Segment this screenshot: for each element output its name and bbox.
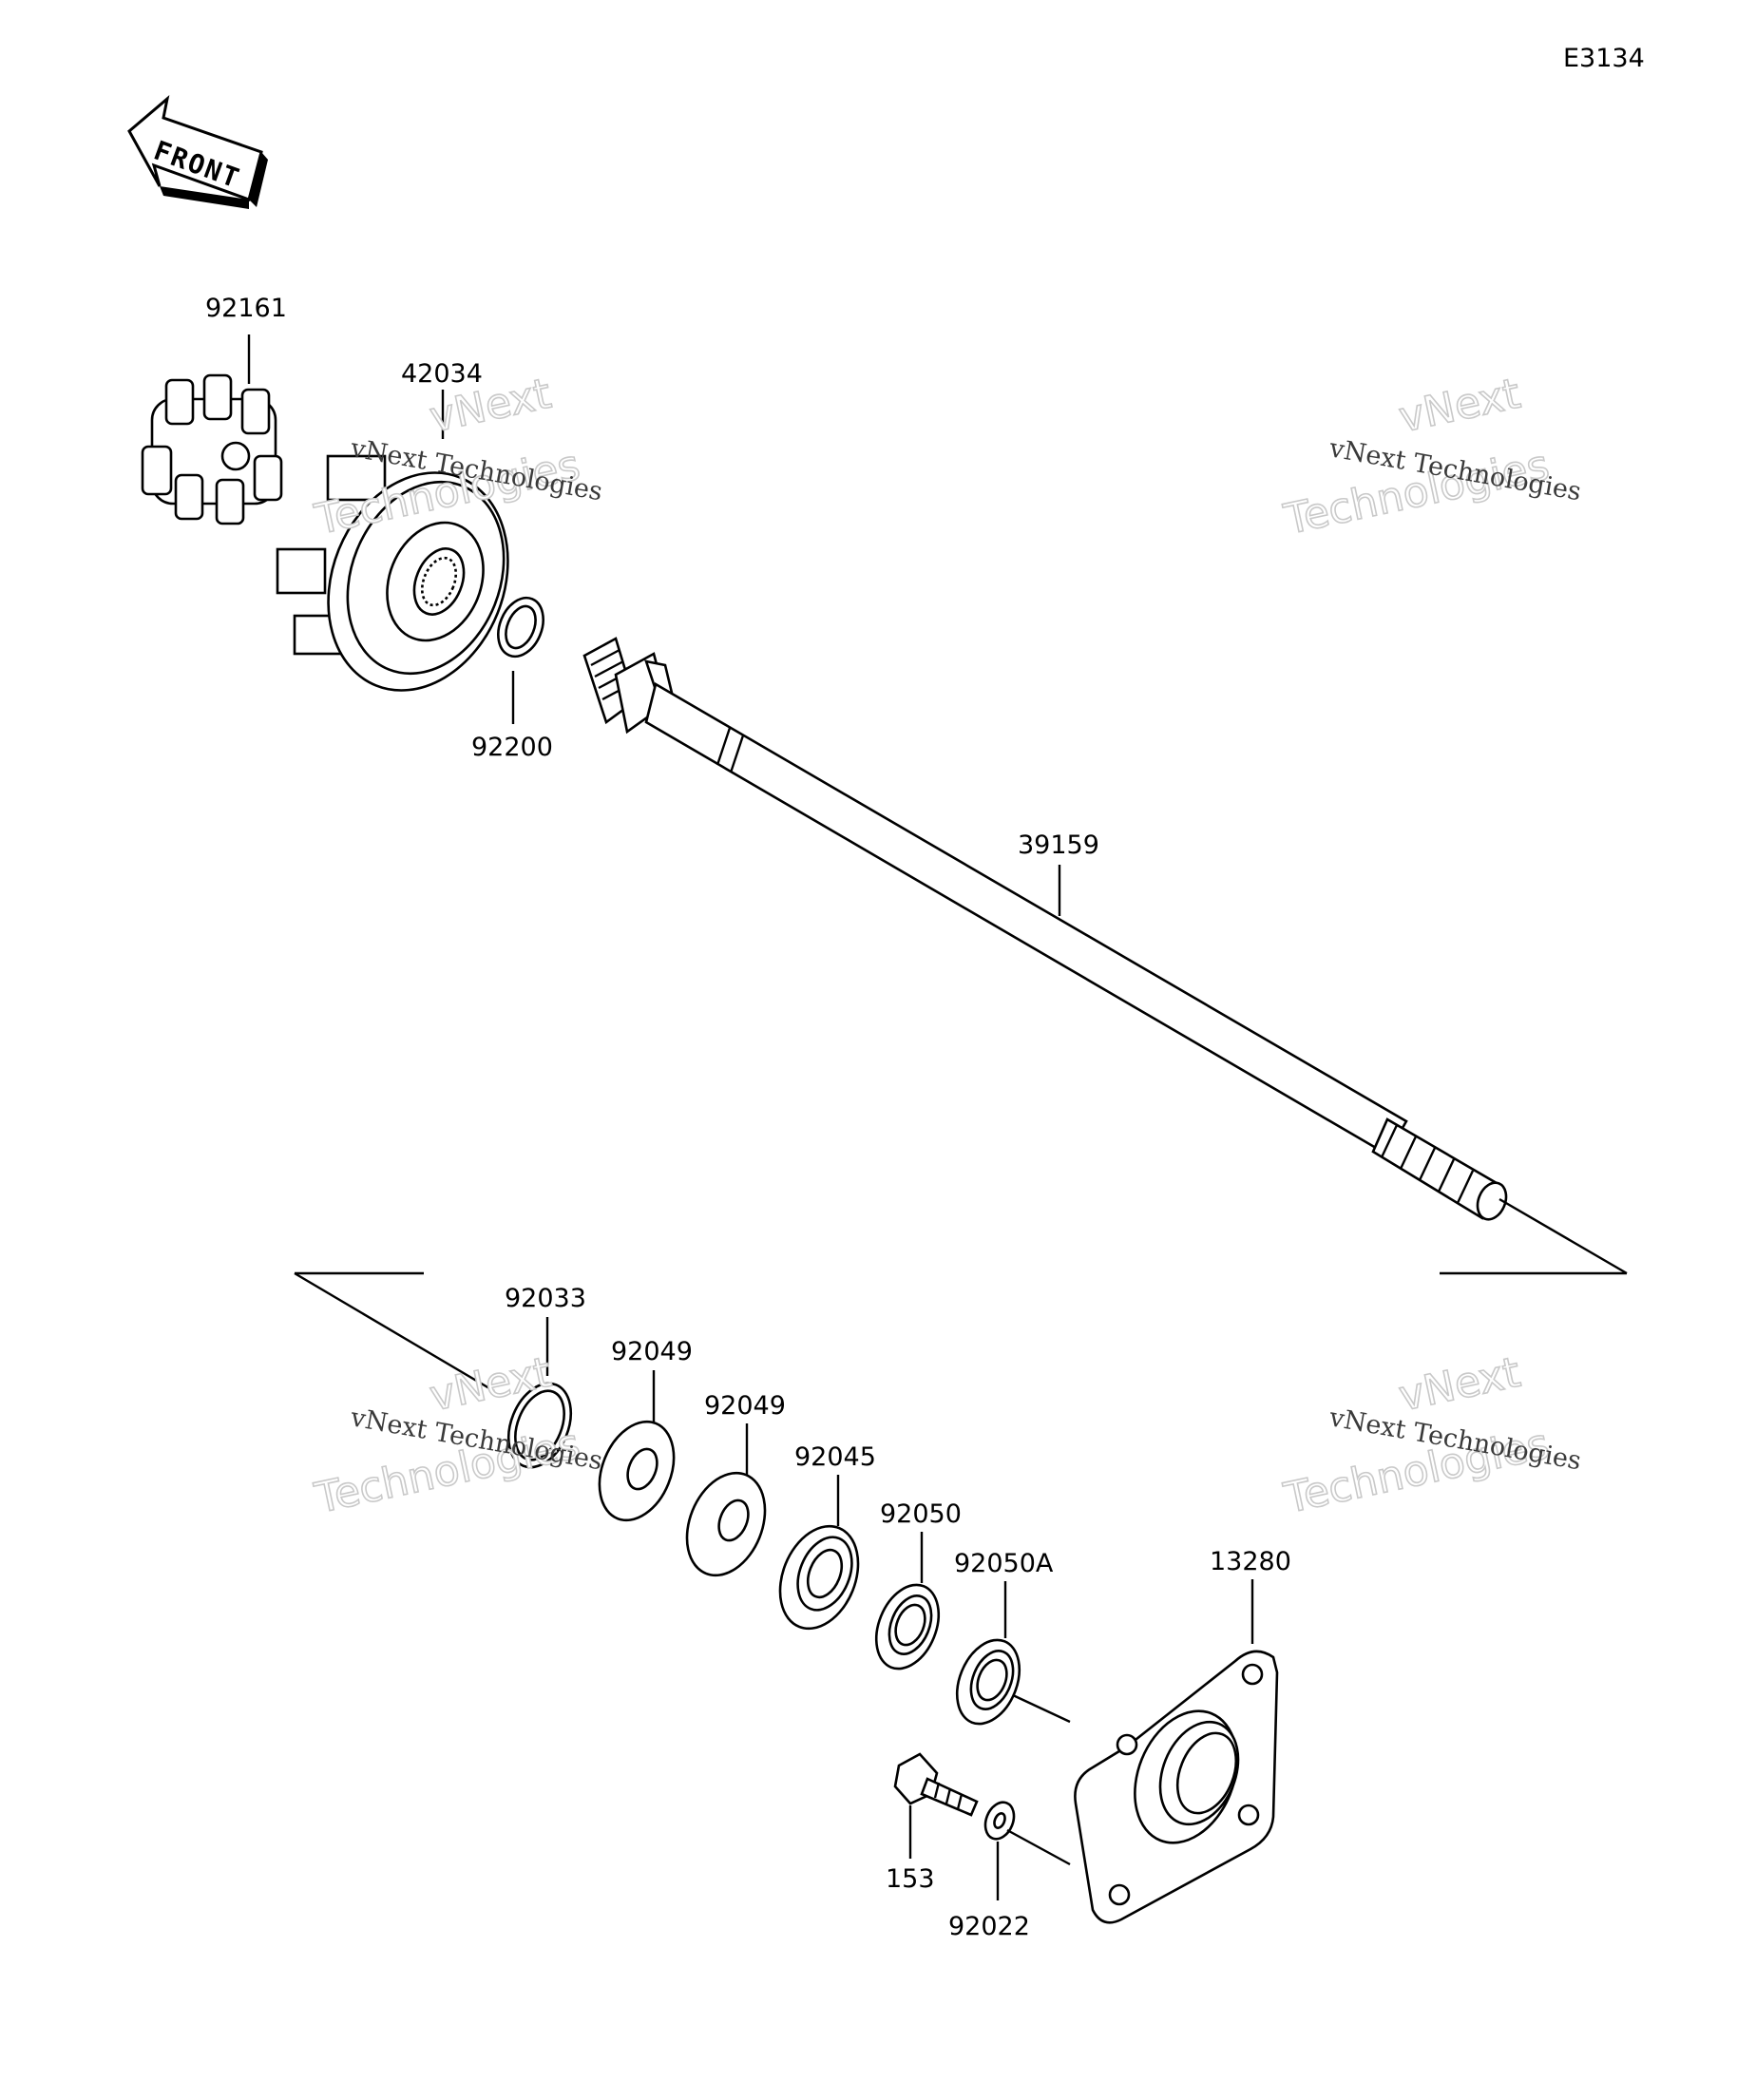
coupling-42034 xyxy=(276,454,509,692)
drive-shaft-39159 xyxy=(582,637,1508,1221)
part-label-92049-b: 92049 xyxy=(704,1391,786,1421)
part-label-92045: 92045 xyxy=(794,1442,876,1472)
part-label-13280: 13280 xyxy=(1210,1547,1291,1576)
part-label-92049-a: 92049 xyxy=(611,1337,693,1366)
front-arrow-icon: FRONT xyxy=(127,95,268,209)
part-label-92161: 92161 xyxy=(205,294,287,323)
housing-13280 xyxy=(1074,1650,1279,1924)
bolt-153 xyxy=(893,1752,979,1817)
svg-text:vNext: vNext xyxy=(1395,1348,1524,1422)
part-label-39159: 39159 xyxy=(1018,830,1099,860)
part-label-153: 153 xyxy=(886,1864,935,1894)
oil-seal-92050A xyxy=(955,1638,1021,1726)
bearing-92045 xyxy=(778,1524,860,1631)
part-label-92033: 92033 xyxy=(505,1284,586,1313)
part-label-92050A: 92050A xyxy=(954,1549,1054,1578)
circlip-92033 xyxy=(506,1382,573,1469)
washer-92200 xyxy=(497,596,544,659)
seal-92049-b xyxy=(685,1471,767,1577)
damper-92161 xyxy=(141,373,283,525)
svg-text:vNext: vNext xyxy=(1395,370,1524,443)
part-label-42034: 42034 xyxy=(401,359,483,389)
part-label-92022: 92022 xyxy=(948,1912,1030,1941)
part-label-92050: 92050 xyxy=(880,1499,962,1529)
svg-text:vNext: vNext xyxy=(426,1348,555,1422)
part-label-92200: 92200 xyxy=(471,733,553,762)
oil-seal-92050 xyxy=(874,1583,941,1670)
washer-92022 xyxy=(983,1801,1016,1841)
diagram-code: E3134 xyxy=(1563,44,1645,73)
seal-92049-a xyxy=(598,1420,676,1522)
